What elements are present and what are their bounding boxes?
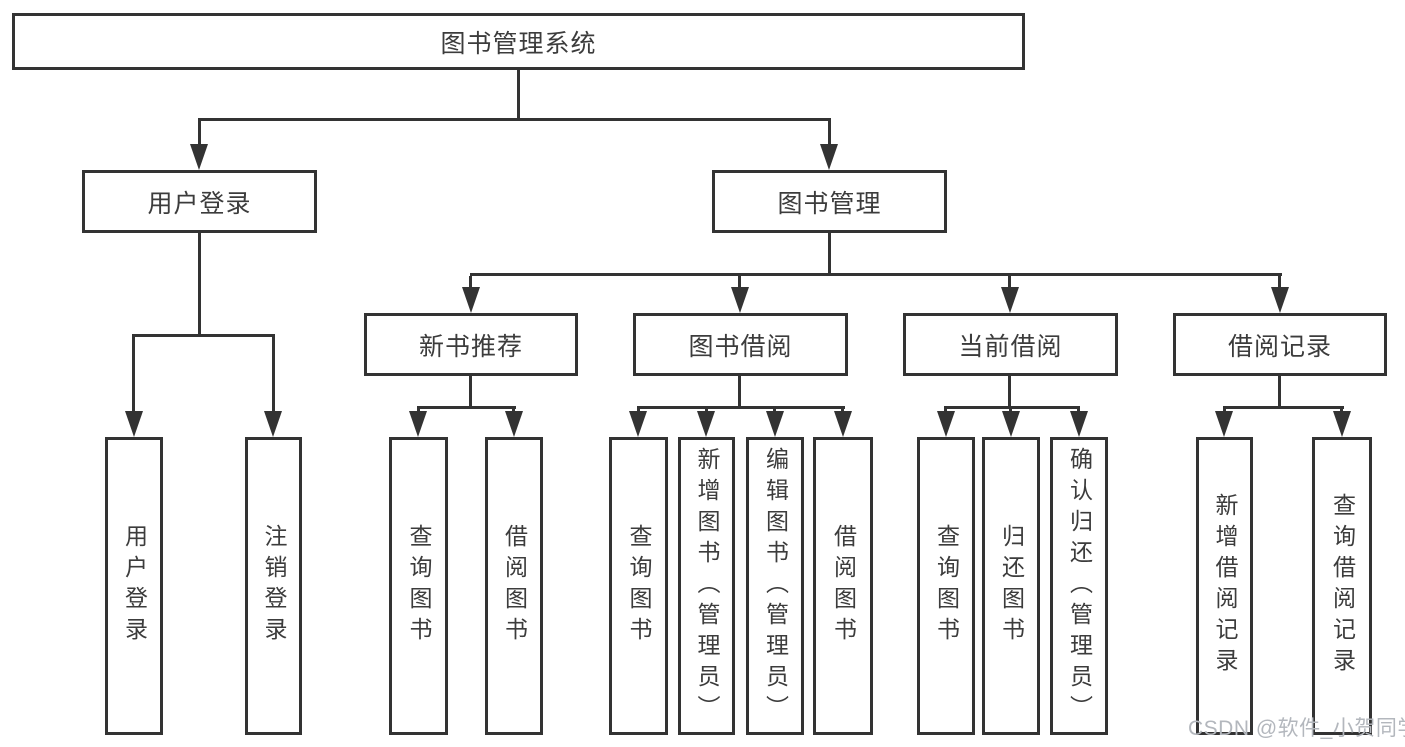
arrowhead-br-add-icon (1215, 411, 1233, 437)
connector-user-login-stem (198, 233, 201, 336)
connector-level1-rail (198, 118, 831, 121)
leaf-newbooks-query-books: 查询图书 (389, 437, 448, 735)
arrowhead-book-borrowing-icon (731, 287, 749, 313)
connector-stem-leaf-logout (272, 337, 275, 414)
node-book-borrowing: 图书借阅 (633, 313, 848, 376)
leaf-user-login: 用户登录 (105, 437, 163, 735)
arrowhead-bb-edit-icon (766, 411, 784, 437)
connector-stem-borrow-records (1278, 276, 1281, 289)
arrowhead-book-management-icon (820, 144, 838, 170)
connector-level2-rail (470, 273, 1282, 276)
connector-root-stem (517, 70, 520, 120)
connector-stem-book-borrowing (738, 276, 741, 289)
arrowhead-new-books-icon (462, 287, 480, 313)
leaf-current-return-books: 归还图书 (982, 437, 1040, 735)
leaf-current-confirm-return-admin: 确认归还（管理员） (1050, 437, 1108, 735)
node-book-management: 图书管理 (712, 170, 947, 233)
node-current-borrowing: 当前借阅 (903, 313, 1118, 376)
leaf-borrowing-edit-books-admin: 编辑图书（管理员） (746, 437, 804, 735)
connector-book-borrowing-rail (637, 406, 845, 409)
connector-book-management-stem (828, 233, 831, 275)
watermark: CSDN @软件_小贺同学 (1188, 717, 1405, 740)
node-user-login: 用户登录 (82, 170, 317, 233)
arrowhead-bb-add-icon (697, 411, 715, 437)
connector-new-books-rail (417, 406, 516, 409)
connector-book-borrowing-down (738, 376, 741, 408)
connector-stem-leaf-user-login (132, 337, 135, 414)
leaf-borrowing-add-books-admin: 新增图书（管理员） (678, 437, 735, 735)
arrowhead-nb-borrow-icon (505, 411, 523, 437)
arrowhead-bb-borrow-icon (834, 411, 852, 437)
arrowhead-bb-query-icon (629, 411, 647, 437)
arrowhead-borrow-records-icon (1271, 287, 1289, 313)
arrowhead-leaf-logout-icon (264, 411, 282, 437)
connector-stem-new-books (469, 276, 472, 289)
leaf-logout: 注销登录 (245, 437, 302, 735)
connector-stem-book-management (828, 121, 831, 146)
leaf-current-query-books: 查询图书 (917, 437, 975, 735)
arrowhead-leaf-user-login-icon (125, 411, 143, 437)
node-root: 图书管理系统 (12, 13, 1025, 70)
leaf-borrowing-query-books: 查询图书 (609, 437, 668, 735)
node-new-book-recommend: 新书推荐 (364, 313, 578, 376)
connector-borrow-records-down (1278, 376, 1281, 408)
leaf-borrowing-borrow-books: 借阅图书 (813, 437, 873, 735)
connector-stem-current-borrowing (1008, 276, 1011, 289)
connector-stem-user-login (198, 121, 201, 146)
node-borrow-records: 借阅记录 (1173, 313, 1387, 376)
leaf-newbooks-borrow-books: 借阅图书 (485, 437, 543, 735)
leaf-records-query-record: 查询借阅记录 (1312, 437, 1372, 735)
arrowhead-cb-confirm-icon (1070, 411, 1088, 437)
connector-current-borrowing-rail (944, 406, 1080, 409)
arrowhead-current-borrowing-icon (1001, 287, 1019, 313)
arrowhead-cb-return-icon (1002, 411, 1020, 437)
connector-new-books-down (469, 376, 472, 408)
leaf-records-add-record: 新增借阅记录 (1196, 437, 1253, 735)
arrowhead-cb-query-icon (937, 411, 955, 437)
connector-borrow-records-rail (1223, 406, 1344, 409)
connector-current-borrowing-down (1008, 376, 1011, 408)
arrowhead-br-query-icon (1333, 411, 1351, 437)
connector-user-login-rail (132, 334, 275, 337)
arrowhead-user-login-icon (190, 144, 208, 170)
arrowhead-nb-query-icon (409, 411, 427, 437)
